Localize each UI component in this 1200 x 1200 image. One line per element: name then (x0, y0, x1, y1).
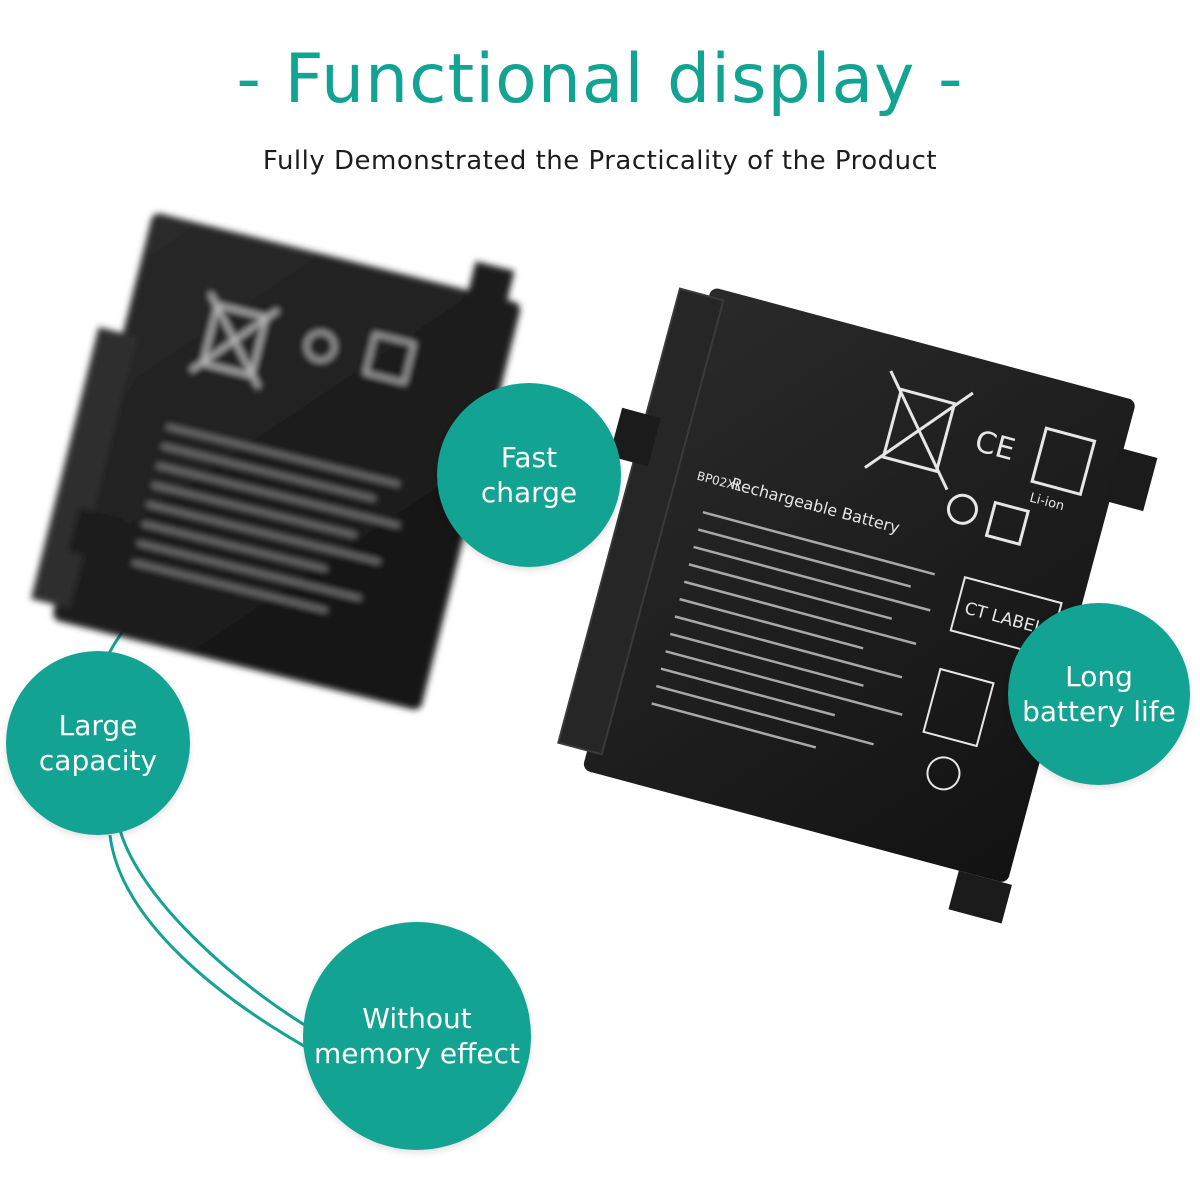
battery-back-body (53, 213, 521, 710)
recycle-bin-icon (189, 292, 280, 389)
fast-charge-label: Fast charge (480, 441, 578, 509)
spec-symbol-icon (926, 756, 961, 791)
wire-bottom-b (108, 834, 321, 1057)
battery-back-view (30, 213, 521, 710)
battery-front-tab-left (609, 407, 661, 467)
recycle-symbol-icon (1030, 426, 1097, 497)
battery-front-body (583, 288, 1135, 882)
battery-front-view: CE Li-ion CT LABEL Rechargeable Battery … (557, 287, 1158, 924)
battery-back-tab-bottom (68, 507, 123, 563)
battery-back-print (132, 424, 400, 613)
battery-back-tab-top (466, 261, 515, 310)
page-title: - Functional display - (236, 40, 964, 119)
feature-badge-fast-charge: Fast charge (437, 383, 621, 567)
page-subtitle: Fully Demonstrated the Practicality of t… (262, 146, 938, 176)
battery-front-tab-right (1104, 447, 1158, 512)
battery-back-side (30, 327, 138, 609)
wire-bottom-a (118, 829, 331, 1042)
feature-badge-long-battery-life: Long battery life (1008, 603, 1190, 785)
feature-badge-large-capacity: Large capacity (6, 651, 190, 835)
large-capacity-label: Large capacity (38, 709, 158, 777)
recycle-bin-crossed-icon (864, 370, 974, 491)
without-memory-effect-label: Without memory effect (313, 1002, 520, 1070)
feature-badge-without-memory-effect: Without memory effect (303, 922, 531, 1150)
spec-box-1 (922, 667, 995, 748)
certification-circle-icon (946, 493, 978, 525)
long-battery-life-label: Long battery life (1022, 660, 1176, 728)
battery-front-tab-bottom (948, 870, 1012, 924)
certification-square-icon (984, 500, 1031, 547)
certification-box-icon (363, 332, 416, 385)
battery-front-print (651, 510, 936, 749)
battery-front-side (557, 287, 725, 756)
certification-mark-icon (305, 330, 337, 362)
